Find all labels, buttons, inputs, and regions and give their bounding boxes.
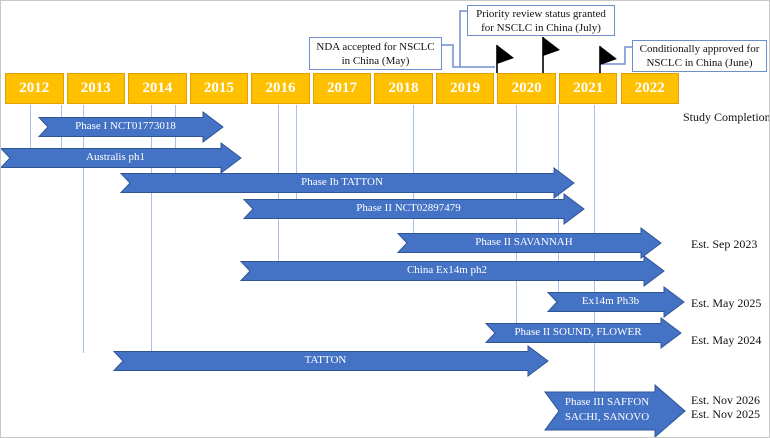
task-arrow <box>484 317 682 349</box>
year-cell: 2016 <box>251 73 310 104</box>
task-arrow <box>239 255 665 287</box>
gridline <box>413 105 414 235</box>
year-cell: 2014 <box>128 73 187 104</box>
connector-line <box>442 44 495 68</box>
gridline <box>296 105 297 200</box>
task-arrow <box>544 383 686 437</box>
task-arrow <box>242 193 585 225</box>
task-label: TATTON <box>304 354 347 366</box>
year-cell: 2018 <box>374 73 433 104</box>
annotation-line: Conditionally approved for <box>639 43 760 55</box>
est-date-label: Est. Nov 2026 <box>691 393 760 407</box>
year-cell: 2021 <box>558 73 618 104</box>
est-date-label: Est. May 2025 <box>691 296 762 310</box>
est-date-label: Est. Nov 2025 <box>691 407 760 421</box>
study-completion-label: Study Completion <box>683 110 770 124</box>
annotation-line: NDA accepted for NSCLC <box>316 40 435 53</box>
annotation-box-nda: NDA accepted for NSCLC in China (May) <box>309 37 442 70</box>
milestone-flag-icon <box>599 46 617 73</box>
task-arrow <box>546 286 685 318</box>
year-cell: 2015 <box>189 73 249 104</box>
connector-line <box>459 10 468 67</box>
task-arrow <box>37 111 224 143</box>
task-label: Ex14m Ph3b <box>581 295 640 307</box>
task-label: Australis ph1 <box>86 151 145 163</box>
year-cell: 2013 <box>66 73 126 104</box>
year-cell: 2017 <box>312 73 372 104</box>
year-cell: 2020 <box>497 73 556 104</box>
task-label: Phase Ib TATTON <box>301 176 383 188</box>
gridline <box>175 105 176 177</box>
gridline <box>151 105 152 353</box>
annotation-line: NSCLC in China (June) <box>646 57 753 69</box>
connector-line <box>602 46 633 65</box>
est-date-label: Est. May 2024 <box>691 333 762 347</box>
year-cell: 2012 <box>5 73 64 104</box>
gridline <box>83 105 84 353</box>
annotation-line: in China (May) <box>341 54 410 67</box>
task-label: Phase I NCT01773018 <box>75 120 176 132</box>
annotation-line: Priority review status granted <box>476 7 606 20</box>
est-date-label: Est. Sep 2023 <box>691 237 758 251</box>
task-label: Phase II SAVANNAH <box>475 236 573 248</box>
gridline <box>30 105 31 149</box>
annotation-line: for NSCLC in China (July) <box>481 21 601 34</box>
task-label: Phase II NCT02897479 <box>356 202 461 214</box>
task-arrow <box>396 227 662 259</box>
milestone-flag-icon <box>496 45 514 73</box>
annotation-box-priority-review: Priority review status granted for NSCLC… <box>467 5 615 36</box>
task-arrow <box>119 167 575 199</box>
annotation-box-conditional-approval: Conditionally approved for NSCLC in Chin… <box>632 40 767 72</box>
year-cell: 2019 <box>435 73 495 104</box>
milestone-flag-icon <box>542 37 560 73</box>
task-label: Phase II SOUND, FLOWER <box>514 326 642 338</box>
task-arrow <box>112 345 549 377</box>
year-cell: 2022 <box>620 73 679 104</box>
task-label: China Ex14m ph2 <box>406 264 488 276</box>
